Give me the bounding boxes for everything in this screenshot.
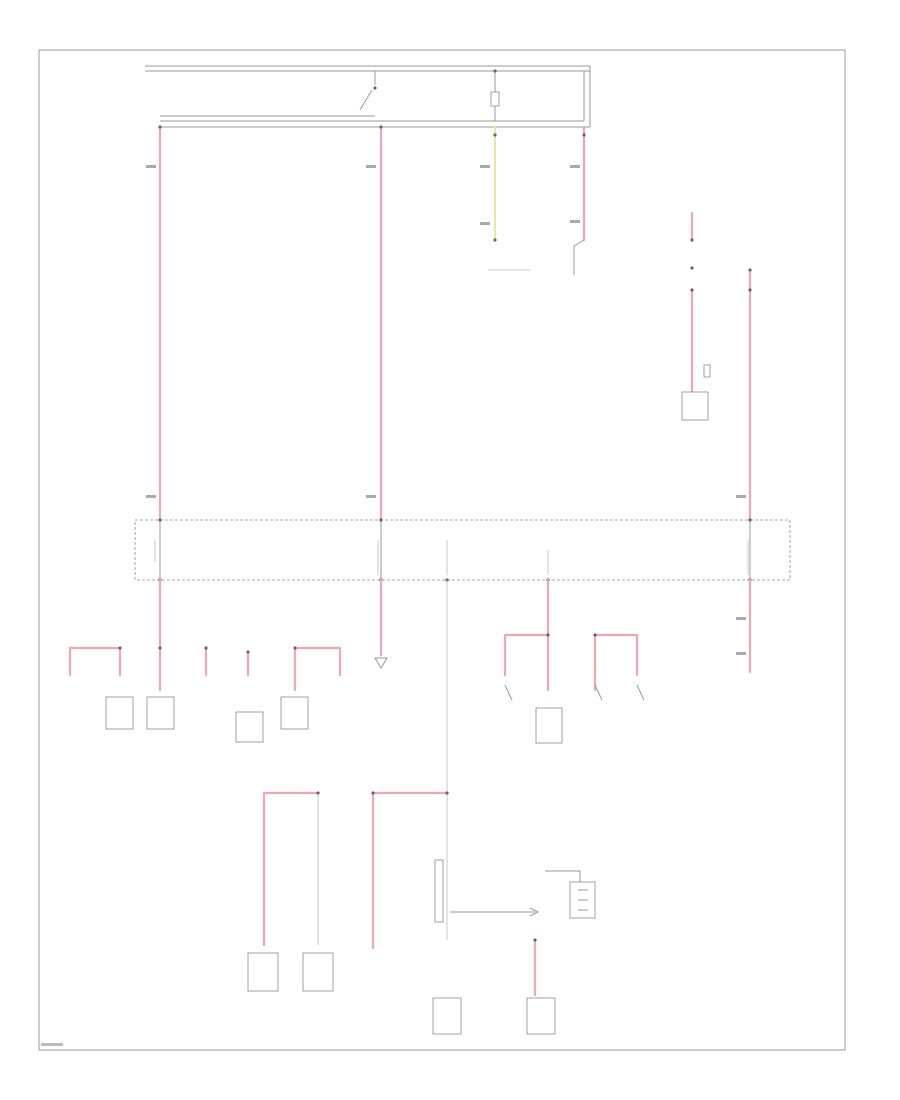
component-box-3: [235, 711, 264, 743]
wire-tags-top: [146, 165, 580, 498]
right-lower-feed: [736, 578, 752, 674]
lower-wiring: [262, 580, 540, 997]
component-box-2: [146, 696, 175, 730]
center-ground: [374, 578, 388, 669]
component-box-9: [526, 997, 556, 1035]
component-box-7: [302, 952, 334, 992]
fuse-box: [134, 518, 791, 582]
right-relay-feed: [681, 211, 711, 421]
diagram-border: [38, 49, 846, 1051]
bottom-right-relay: [545, 870, 596, 919]
right-main-feed: [736, 268, 752, 522]
bottom-components: [247, 952, 556, 1035]
component-box-1: [105, 696, 134, 730]
left-components: [105, 696, 309, 743]
diagram-id-mark: [41, 1043, 63, 1046]
component-box-4: [280, 696, 309, 730]
left-branch-wiring: [68, 578, 342, 692]
component-box-5: [535, 707, 563, 744]
module-box-right-upper: [681, 391, 709, 421]
right-branch-wiring: [503, 578, 645, 744]
ground-symbol-top: [488, 238, 530, 271]
component-box-6: [247, 952, 279, 992]
top-power-bus: [145, 65, 591, 128]
top-fuse: [490, 69, 500, 121]
component-box-8: [432, 997, 462, 1035]
